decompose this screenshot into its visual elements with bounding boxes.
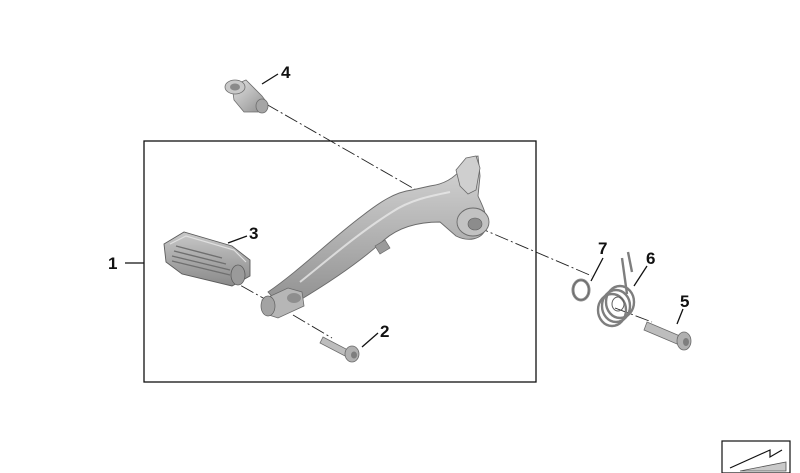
callout-7: 7 <box>598 239 607 258</box>
torsion-spring-part <box>596 251 636 328</box>
washer-part <box>571 278 591 302</box>
callout-1: 1 <box>108 254 117 273</box>
bushing-part <box>224 79 269 114</box>
callout-5: 5 <box>680 292 689 311</box>
bolt-part <box>643 321 692 351</box>
assembly-frame <box>143 140 537 383</box>
callout-2: 2 <box>380 322 389 341</box>
callout-4: 4 <box>281 63 291 82</box>
leader-lines <box>125 73 684 348</box>
lever-arm-part <box>260 155 490 319</box>
callout-6: 6 <box>646 249 655 268</box>
bolt-short-part <box>319 336 360 363</box>
foot-peg-rubber-part <box>163 231 251 287</box>
callout-3: 3 <box>249 224 258 243</box>
catalog-overview-icon[interactable] <box>721 440 791 473</box>
